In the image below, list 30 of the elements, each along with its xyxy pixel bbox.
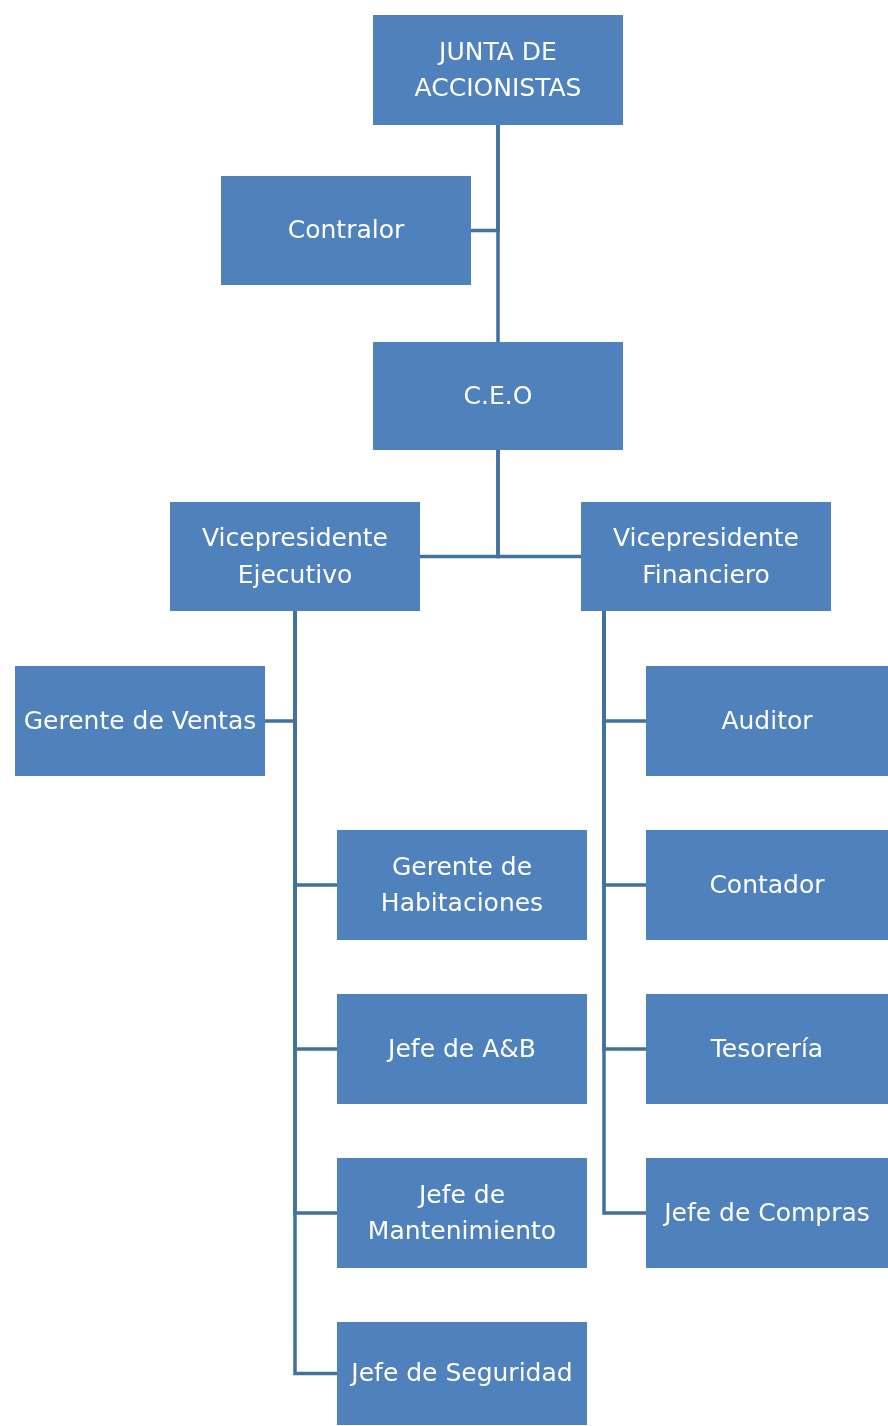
role-title: Vicepresidente Financiero xyxy=(612,522,800,591)
org-box xyxy=(170,502,420,611)
org-box xyxy=(646,666,888,776)
org-box xyxy=(646,830,888,940)
org-box xyxy=(337,830,587,940)
role-title: Contralor xyxy=(287,214,405,247)
role-title: Tesorería xyxy=(710,1032,824,1065)
role-title: Jefe de A&B xyxy=(388,1032,536,1065)
role-title: Jefe de Seguridad xyxy=(351,1357,573,1390)
org-box xyxy=(337,1322,587,1425)
role-title: Vicepresidente Ejecutivo xyxy=(201,522,389,591)
role-title: Contador xyxy=(709,868,825,901)
role-title: Gerente de Habitaciones xyxy=(379,850,545,919)
role-title: Auditor xyxy=(721,704,813,737)
role-title: Jefe de Compras xyxy=(664,1196,870,1229)
org-box xyxy=(373,342,623,450)
connector-line xyxy=(496,125,500,342)
org-box xyxy=(337,1158,587,1268)
role-title: JUNTA DE ACCIONISTAS xyxy=(413,35,583,104)
org-box xyxy=(581,502,831,611)
org-box xyxy=(15,666,265,776)
role-title: Gerente de Ventas xyxy=(23,704,257,737)
org-box xyxy=(373,15,623,125)
org-box xyxy=(221,176,471,285)
role-title: Jefe de Mantenimiento xyxy=(366,1178,558,1247)
connector-line xyxy=(496,450,581,559)
org-box xyxy=(646,994,888,1104)
org-box xyxy=(337,994,587,1104)
role-title: C.E.O xyxy=(463,379,533,412)
org-box xyxy=(646,1158,888,1268)
